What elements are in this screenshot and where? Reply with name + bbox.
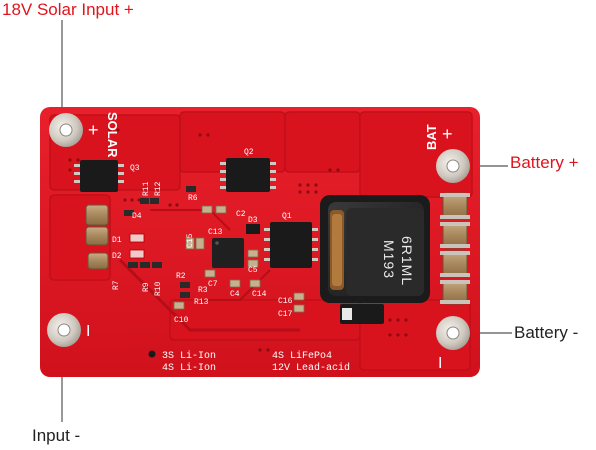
inductor-marking-2: M193 [381,240,397,279]
input-minus-mark: I [86,323,90,340]
ref-c17: C17 [278,310,293,319]
input-minus-callout: Input - [32,426,81,445]
ref-bd: BD [352,312,362,321]
ref-d2: D2 [112,252,122,261]
ref-c2: C2 [236,210,246,219]
ref-q1: Q1 [282,212,292,221]
ref-c15: C15 [186,233,195,248]
ref-d1: D1 [112,236,122,245]
ref-r2: R2 [176,272,186,281]
ref-r6: R6 [188,194,198,203]
ref-r12: R12 [154,181,163,196]
mounting-pads [47,113,470,350]
components: 6R1ML M193 [74,158,470,324]
ref-q2: Q2 [244,148,254,157]
battery-minus-callout: Battery - [514,323,579,342]
ref-r7: R7 [112,280,121,290]
input-minus-pad [47,313,81,347]
ref-c5: C5 [248,266,258,275]
ref-d3: D3 [248,216,258,225]
solar-plus-pad [49,113,83,147]
ref-r3: R3 [198,286,208,295]
chemistry-3s-li-ion: 3S Li-Ion [162,350,216,362]
ref-c7: C7 [208,280,218,289]
ref-r11: R11 [142,181,151,196]
bat-label: BAT [424,124,439,150]
chemistry-4s-lifepo4: 4S LiFePo4 [272,350,332,362]
solar-plus-mark: + [88,120,99,140]
chemistry-dot [148,350,156,358]
battery-minus-pad [436,316,470,350]
inductor-marking-1: 6R1ML [399,236,415,286]
ref-c16: C16 [278,297,293,306]
bat-plus-mark: + [442,124,453,144]
ref-c4: C4 [230,290,240,299]
ref-r9: R9 [142,282,151,292]
battery-plus-callout: Battery + [510,153,579,172]
ref-c13: C13 [208,228,223,237]
solar-label: SOLAR [105,112,120,158]
silkscreen: SOLAR + BAT + I I 3S Li-Ion 4S Li-Ion 4S… [86,112,453,374]
solar-input-plus-callout: 18V Solar Input + [2,0,134,19]
ref-q3: Q3 [130,164,140,173]
ref-r10: R10 [154,281,163,296]
battery-plus-pad [436,149,470,183]
chemistry-4s-li-ion: 4S Li-Ion [162,362,216,374]
ref-c10: C10 [174,316,189,325]
ref-c14: C14 [252,290,267,299]
ref-r13: R13 [194,298,209,307]
chemistry-12v-lead-acid: 12V Lead-acid [272,362,350,374]
bat-minus-mark: I [438,355,442,372]
ref-d4: D4 [132,212,142,221]
